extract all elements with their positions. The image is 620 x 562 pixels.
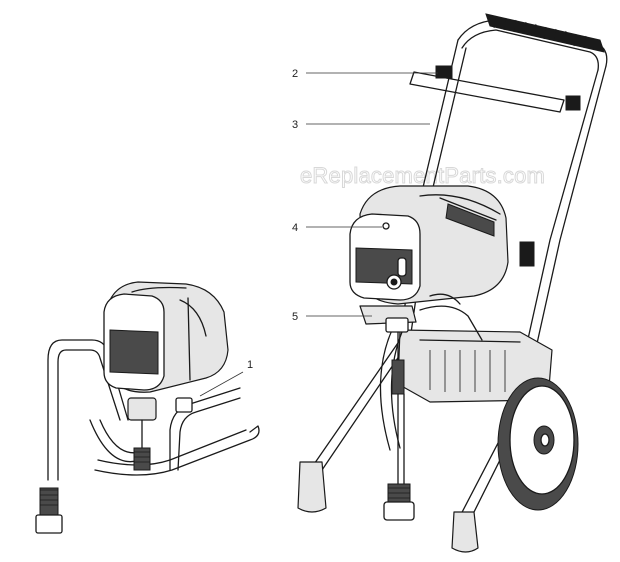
callout-1: 1	[199, 359, 253, 397]
watermark-text: eReplacementParts.com	[300, 163, 545, 188]
callout-4-label: 4	[292, 222, 298, 234]
cart-sprayer-illustration	[297, 13, 608, 553]
callout-4: 4	[292, 222, 382, 234]
callout-5-label: 5	[292, 311, 298, 323]
callout-3-label: 3	[292, 119, 298, 131]
callout-3: 3	[292, 119, 430, 131]
callout-2: 2	[292, 68, 438, 80]
callout-2-label: 2	[292, 68, 298, 80]
callout-5: 5	[292, 311, 372, 323]
callout-1-label: 1	[247, 359, 253, 371]
stand-sprayer-illustration	[35, 281, 260, 534]
